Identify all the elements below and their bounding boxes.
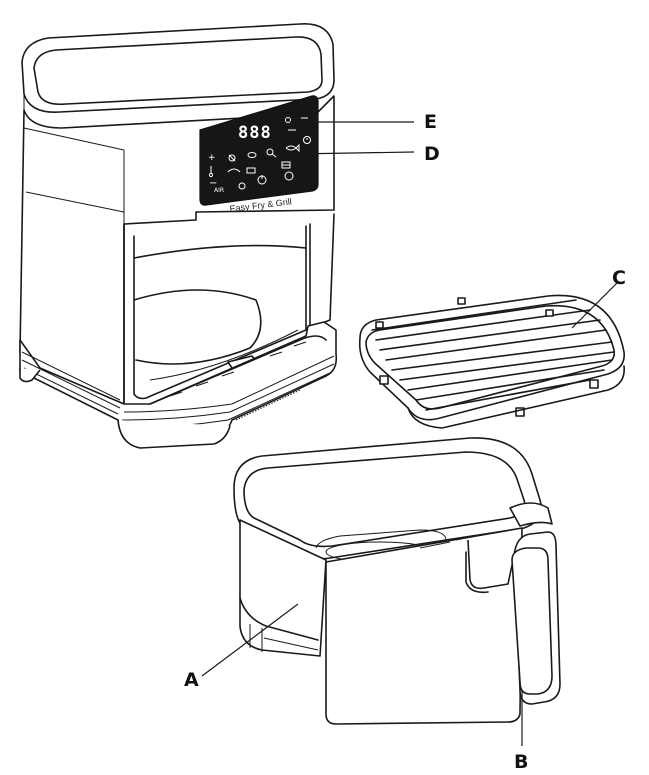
callout-a: A bbox=[184, 669, 199, 691]
plus-icon[interactable]: + bbox=[208, 153, 216, 163]
fish-icon[interactable] bbox=[285, 143, 300, 153]
chicken-icon[interactable] bbox=[266, 148, 277, 158]
minus-icon[interactable]: − bbox=[209, 178, 217, 189]
leader-d bbox=[293, 151, 415, 155]
thermometer-icon bbox=[208, 166, 214, 178]
callout-e: E bbox=[424, 111, 437, 133]
callout-labels: E D C A B bbox=[184, 111, 626, 773]
callout-d: D bbox=[424, 143, 440, 165]
air-fryer-unit: 888 + − AIR Easy Fry & Grill bbox=[19, 23, 338, 449]
callout-c: C bbox=[612, 267, 626, 289]
lid bbox=[21, 23, 335, 113]
leader-lines bbox=[201, 121, 619, 746]
steak-icon[interactable] bbox=[247, 152, 257, 158]
basket-handle[interactable] bbox=[511, 547, 553, 695]
leader-c bbox=[571, 281, 619, 329]
callout-b: B bbox=[514, 751, 528, 773]
svg-text:AIR: AIR bbox=[214, 187, 224, 194]
panel-icon-row: + − AIR bbox=[208, 117, 311, 194]
fan-icon[interactable] bbox=[228, 154, 236, 162]
grill-plate bbox=[358, 294, 625, 429]
clock-icon[interactable] bbox=[303, 136, 311, 144]
grill-icon[interactable] bbox=[281, 161, 291, 169]
cake-icon[interactable] bbox=[246, 167, 256, 174]
power-icon[interactable] bbox=[257, 175, 267, 185]
display-readout: 888 bbox=[238, 123, 272, 143]
shrimp-icon[interactable] bbox=[227, 168, 241, 173]
control-panel bbox=[199, 95, 319, 206]
leader-a bbox=[201, 603, 299, 677]
cooking-basket bbox=[233, 437, 561, 725]
timer-icon[interactable] bbox=[284, 171, 294, 181]
